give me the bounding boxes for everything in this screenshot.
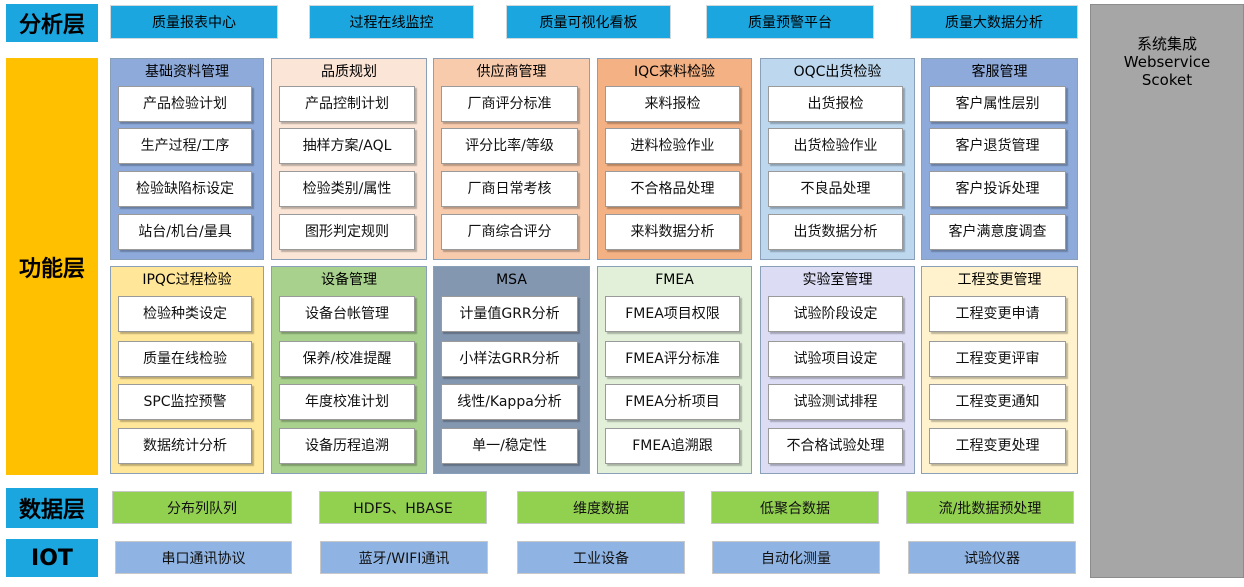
function-item[interactable]: 检验种类设定 [118, 296, 252, 332]
function-item[interactable]: 抽样方案/AQL [279, 128, 415, 164]
function-panel-title: MSA [496, 272, 527, 288]
analysis-item[interactable]: 质量预警平台 [706, 5, 874, 39]
function-panel-title: IPQC过程检验 [142, 272, 232, 288]
function-item[interactable]: 试验阶段设定 [768, 296, 903, 332]
data-layer-label: 数据层 [6, 488, 98, 528]
iot-item[interactable]: 串口通讯协议 [115, 541, 292, 574]
function-item[interactable]: 出货报检 [768, 86, 903, 122]
function-item[interactable]: 出货检验作业 [768, 128, 903, 164]
iot-item[interactable]: 自动化测量 [712, 541, 880, 574]
function-item[interactable]: 设备历程追溯 [279, 428, 415, 464]
function-item[interactable]: 生产过程/工序 [118, 128, 252, 164]
function-panel-title: 设备管理 [321, 272, 377, 288]
function-panel-title: 实验室管理 [802, 272, 873, 288]
function-panel-title: 品质规划 [321, 64, 377, 80]
function-panel-title: 供应商管理 [476, 64, 547, 80]
function-item[interactable]: 来料数据分析 [605, 214, 740, 250]
iot-item[interactable]: 蓝牙/WIFI通讯 [320, 541, 488, 574]
function-item[interactable]: 评分比率/等级 [441, 128, 578, 164]
function-item[interactable]: 试验测试排程 [768, 384, 903, 420]
function-item[interactable]: 厂商日常考核 [441, 171, 578, 207]
function-item[interactable]: 检验类别/属性 [279, 171, 415, 207]
integration-title: 系统集成 Webservice Scoket [1091, 35, 1243, 89]
function-panel-title: 工程变更管理 [957, 272, 1042, 288]
function-item[interactable]: 质量在线检验 [118, 341, 252, 377]
function-item[interactable]: 保养/校准提醒 [279, 341, 415, 377]
analysis-item[interactable]: 过程在线监控 [309, 5, 474, 39]
analysis-layer-label: 分析层 [6, 4, 98, 42]
function-item[interactable]: 客户满意度调查 [929, 214, 1066, 250]
iot-item[interactable]: 试验仪器 [908, 541, 1076, 574]
function-item[interactable]: 不合格品处理 [605, 171, 740, 207]
function-item[interactable]: 产品检验计划 [118, 86, 252, 122]
analysis-item[interactable]: 质量可视化看板 [506, 5, 671, 39]
function-item[interactable]: 出货数据分析 [768, 214, 903, 250]
function-item[interactable]: 工程变更申请 [929, 296, 1066, 332]
function-item[interactable]: 来料报检 [605, 86, 740, 122]
function-item[interactable]: 检验缺陷标设定 [118, 171, 252, 207]
integration-title-line: Webservice [1123, 53, 1211, 71]
data-item[interactable]: 流/批数据预处理 [906, 491, 1074, 524]
iot-item[interactable]: 工业设备 [517, 541, 685, 574]
function-item[interactable]: 不良品处理 [768, 171, 903, 207]
function-item[interactable]: FMEA追溯跟 [605, 428, 740, 464]
function-item[interactable]: 客户属性层别 [929, 86, 1066, 122]
function-item[interactable]: 单一/稳定性 [441, 428, 578, 464]
function-item[interactable]: 数据统计分析 [118, 428, 252, 464]
function-item[interactable]: 工程变更评审 [929, 341, 1066, 377]
function-layer-label: 功能层 [6, 58, 98, 475]
function-item[interactable]: 工程变更通知 [929, 384, 1066, 420]
function-item[interactable]: SPC监控预警 [118, 384, 252, 420]
function-item[interactable]: FMEA评分标准 [605, 341, 740, 377]
function-item[interactable]: 年度校准计划 [279, 384, 415, 420]
data-item[interactable]: 维度数据 [517, 491, 685, 524]
function-panel-title: 客服管理 [971, 64, 1028, 80]
function-item[interactable]: 厂商评分标准 [441, 86, 578, 122]
function-panel-title: OQC出货检验 [793, 64, 882, 80]
analysis-item[interactable]: 质量报表中心 [110, 5, 278, 39]
function-panel-title: FMEA [655, 272, 694, 288]
function-item[interactable]: 小样法GRR分析 [441, 341, 578, 377]
function-item[interactable]: 产品控制计划 [279, 86, 415, 122]
data-item[interactable]: HDFS、HBASE [319, 491, 487, 524]
integration-title-line: 系统集成 [1136, 35, 1197, 53]
function-item[interactable]: FMEA分析项目 [605, 384, 740, 420]
function-panel-title: IQC来料检验 [634, 64, 715, 80]
function-item[interactable]: 客户投诉处理 [929, 171, 1066, 207]
function-item[interactable]: 线性/Kappa分析 [441, 384, 578, 420]
system-integration-panel: 系统集成 Webservice Scoket [1090, 4, 1244, 578]
function-item[interactable]: 设备台帐管理 [279, 296, 415, 332]
function-item[interactable]: 计量值GRR分析 [441, 296, 578, 332]
data-item[interactable]: 低聚合数据 [711, 491, 879, 524]
function-item[interactable]: 厂商综合评分 [441, 214, 578, 250]
analysis-item[interactable]: 质量大数据分析 [910, 5, 1078, 39]
function-item[interactable]: FMEA项目权限 [605, 296, 740, 332]
function-item[interactable]: 客户退货管理 [929, 128, 1066, 164]
function-item[interactable]: 进料检验作业 [605, 128, 740, 164]
function-item[interactable]: 图形判定规则 [279, 214, 415, 250]
function-item[interactable]: 工程变更处理 [929, 428, 1066, 464]
iot-layer-label: IOT [6, 539, 98, 577]
function-item[interactable]: 试验项目设定 [768, 341, 903, 377]
data-item[interactable]: 分布列队列 [112, 491, 292, 524]
function-item[interactable]: 站台/机台/量具 [118, 214, 252, 250]
function-panel-title: 基础资料管理 [145, 64, 229, 80]
function-item[interactable]: 不合格试验处理 [768, 428, 903, 464]
integration-title-line: Scoket [1141, 71, 1193, 89]
